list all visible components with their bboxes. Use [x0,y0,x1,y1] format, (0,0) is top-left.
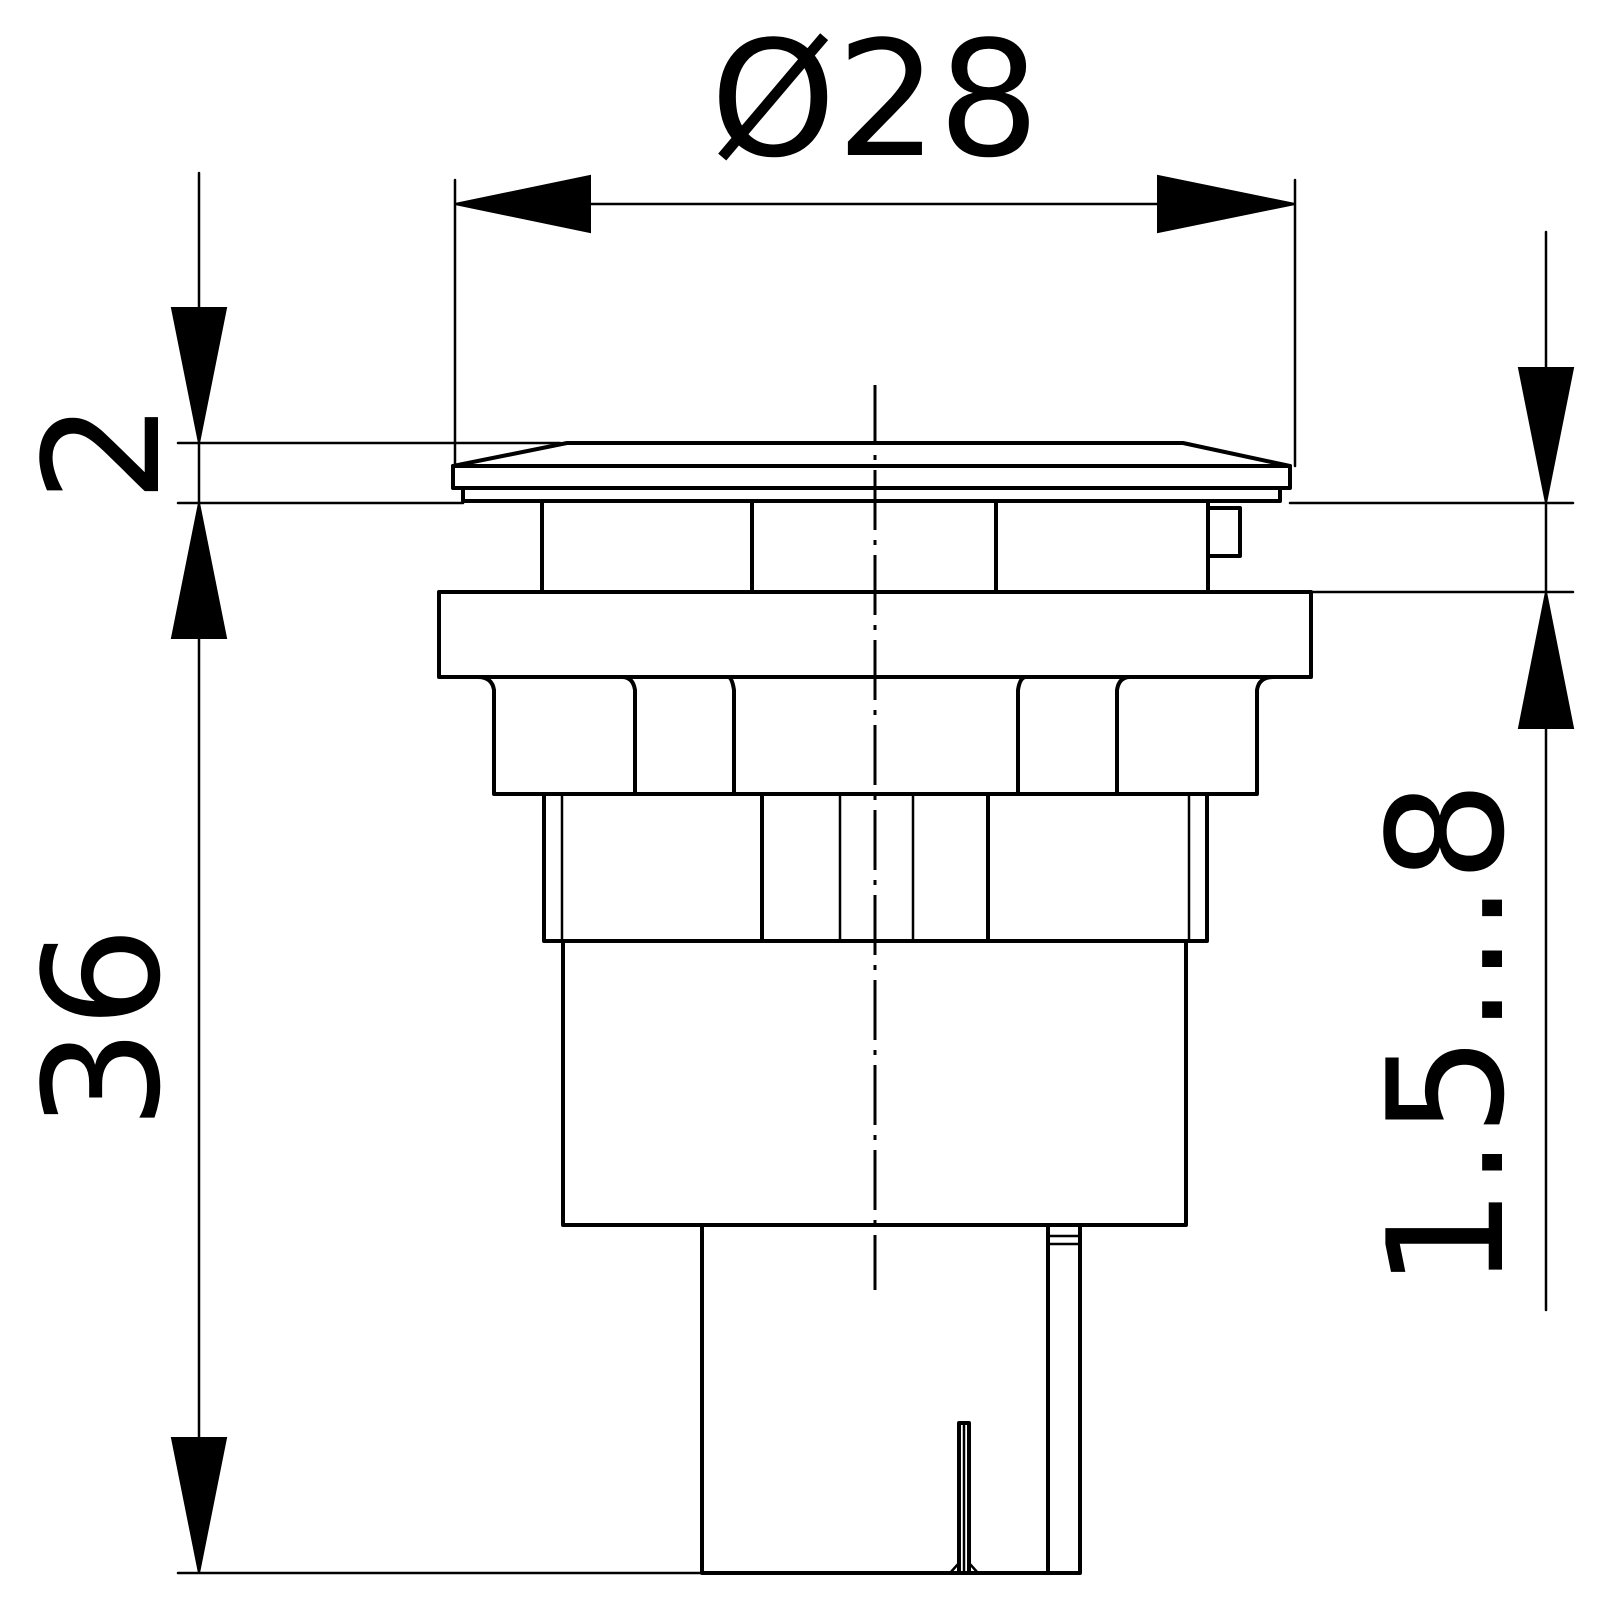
arrow-left-icon [454,174,591,234]
arrow-down-icon [1517,367,1575,504]
arrow-down-icon [170,1437,228,1574]
dimension-label-diameter: Ø28 [710,6,1040,193]
dimension-label-thickness: 2 [9,401,196,503]
arrow-up-icon [170,502,228,639]
arrow-up-icon [1517,591,1575,729]
extension-lines [176,178,1575,1575]
dimension-diameter: Ø28 [454,6,1296,234]
arrow-down-icon [170,307,228,444]
dimension-label-panel-range: 1.5...8 [1353,781,1540,1290]
dimension-right: 1.5...8 [1353,230,1575,1312]
arrow-right-icon [1157,174,1296,234]
dimension-label-height: 36 [9,926,196,1130]
dimension-left: 2 36 [9,171,228,1574]
